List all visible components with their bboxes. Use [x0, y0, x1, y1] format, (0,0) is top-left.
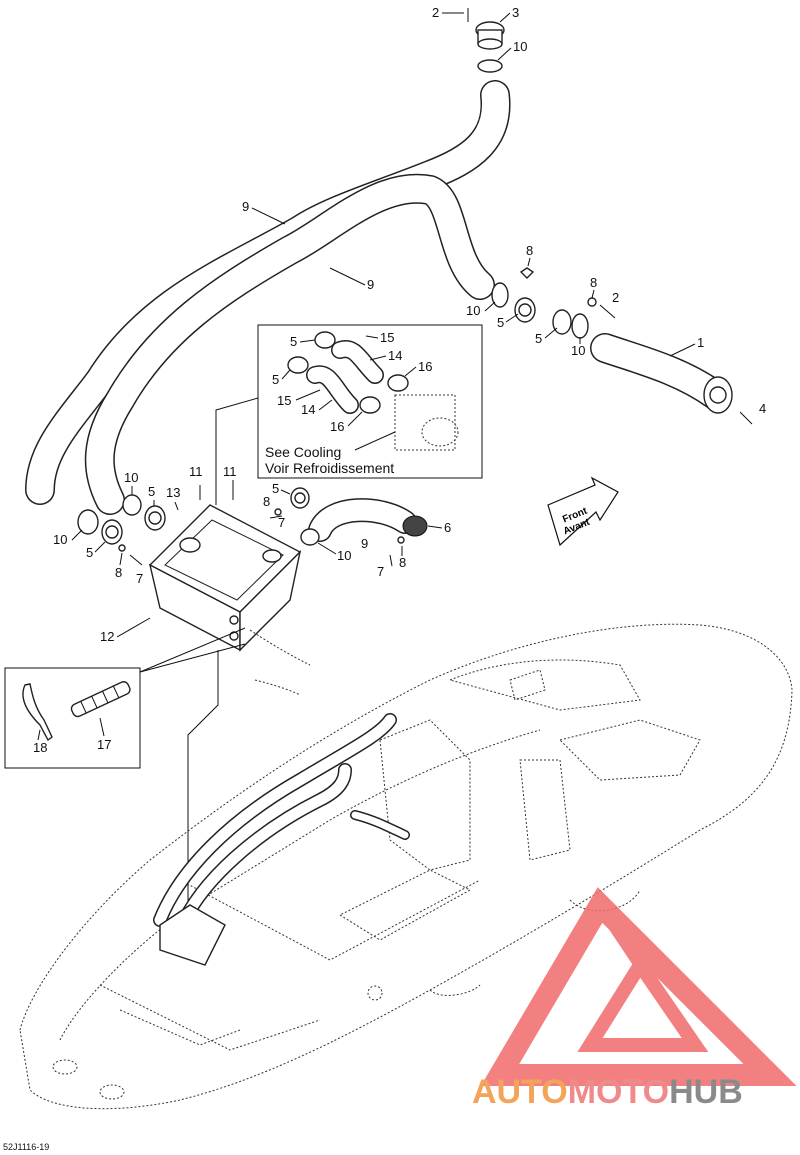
callout-18: 18: [33, 740, 47, 755]
left-fittings: [77, 494, 166, 566]
callout-16-b: 16: [330, 419, 344, 434]
callout-1: 1: [697, 335, 704, 350]
callout-7-m2: 7: [377, 564, 384, 579]
callout-10-m: 10: [337, 548, 351, 563]
reference-code: 52J1116-19: [3, 1142, 49, 1152]
callout-8-r2: 8: [590, 275, 597, 290]
vent-hose: [590, 333, 753, 425]
callout-9-a: 9: [242, 199, 249, 214]
callout-10-r2: 10: [571, 343, 585, 358]
callout-5-m: 5: [272, 481, 279, 496]
callout-4: 4: [759, 401, 766, 416]
callout-5-box2: 5: [272, 372, 279, 387]
callout-15-b: 15: [277, 393, 291, 408]
watermark-text: AUTOMOTOHUB: [472, 1073, 743, 1111]
callout-5-box1: 5: [290, 334, 297, 349]
inset-note-line2: Voir Refroidissement: [265, 460, 394, 476]
small-parts-inset: [4, 667, 141, 769]
right-fittings: [491, 267, 616, 339]
watermark-hub: HUB: [669, 1073, 743, 1111]
callout-3: 3: [512, 5, 519, 20]
callout-6: 6: [444, 520, 451, 535]
callout-labels: 2 3 10 9 9 8 8 2 10 5 5 10 1 4 5 15 14 1…: [33, 5, 766, 755]
callout-10-l1: 10: [124, 470, 138, 485]
callout-14-a: 14: [388, 348, 402, 363]
callout-14-b: 14: [301, 402, 315, 417]
callout-16-a: 16: [418, 359, 432, 374]
callout-17: 17: [97, 737, 111, 752]
callout-7-m: 7: [278, 515, 285, 530]
hull: [19, 623, 793, 1110]
callout-7-l: 7: [136, 571, 143, 586]
front-arrow: Front Avant: [547, 476, 619, 547]
clamp-top: [477, 59, 503, 73]
callout-8-m2: 8: [399, 555, 406, 570]
callout-9-b: 9: [367, 277, 374, 292]
callout-5-l2: 5: [86, 545, 93, 560]
callout-11-b: 11: [223, 464, 237, 479]
hose-second: [84, 173, 495, 515]
callout-5-r1: 5: [497, 315, 504, 330]
filler-cap: [475, 21, 505, 50]
reservoir: [148, 425, 311, 696]
inset-note-line1: See Cooling: [265, 444, 341, 460]
middle-hose: [290, 487, 428, 567]
callout-11-a: 11: [189, 464, 203, 479]
watermark-logo: [480, 887, 797, 1086]
callout-15-a: 15: [380, 330, 394, 345]
callout-2-r: 2: [612, 290, 619, 305]
callout-13: 13: [166, 485, 180, 500]
callout-8-m: 8: [263, 494, 270, 509]
callout-5-r2: 5: [535, 331, 542, 346]
callout-8-l: 8: [115, 565, 122, 580]
callout-12: 12: [100, 629, 114, 644]
callout-5-l1: 5: [148, 484, 155, 499]
watermark-moto: MOTO: [568, 1073, 669, 1111]
callout-2-top: 2: [432, 5, 439, 20]
cooling-inset: See Cooling Voir Refroidissement: [257, 324, 483, 479]
watermark-auto: AUTO: [472, 1073, 568, 1111]
callout-10-top: 10: [513, 39, 527, 54]
callout-8-r1: 8: [526, 243, 533, 258]
callout-10-l2: 10: [53, 532, 67, 547]
callout-10-r1: 10: [466, 303, 480, 318]
callout-9-m: 9: [361, 536, 368, 551]
svg-text:AUTOMOTOHUB: AUTOMOTOHUB: [472, 1073, 743, 1111]
